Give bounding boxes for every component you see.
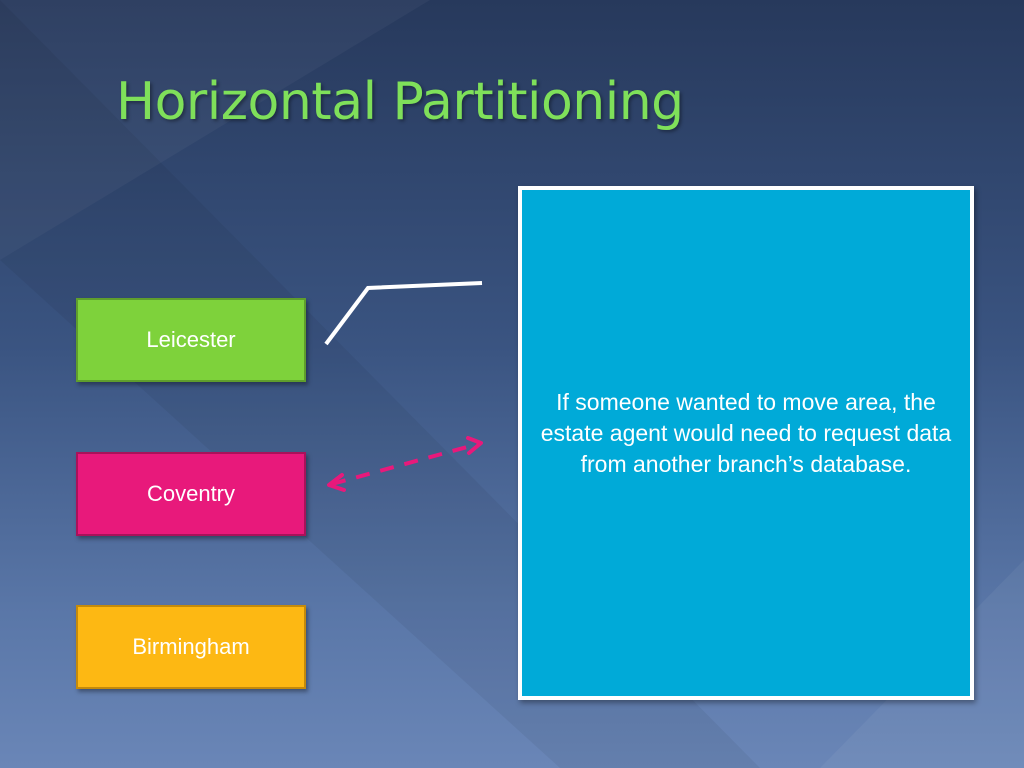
- explanation-callout: If someone wanted to move area, the esta…: [518, 186, 974, 700]
- node-coventry: Coventry: [76, 452, 306, 536]
- callout-text: If someone wanted to move area, the esta…: [540, 388, 952, 477]
- slide-title: Horizontal Partitioning: [116, 72, 684, 132]
- node-leicester: Leicester: [76, 298, 306, 382]
- node-birmingham: Birmingham: [76, 605, 306, 689]
